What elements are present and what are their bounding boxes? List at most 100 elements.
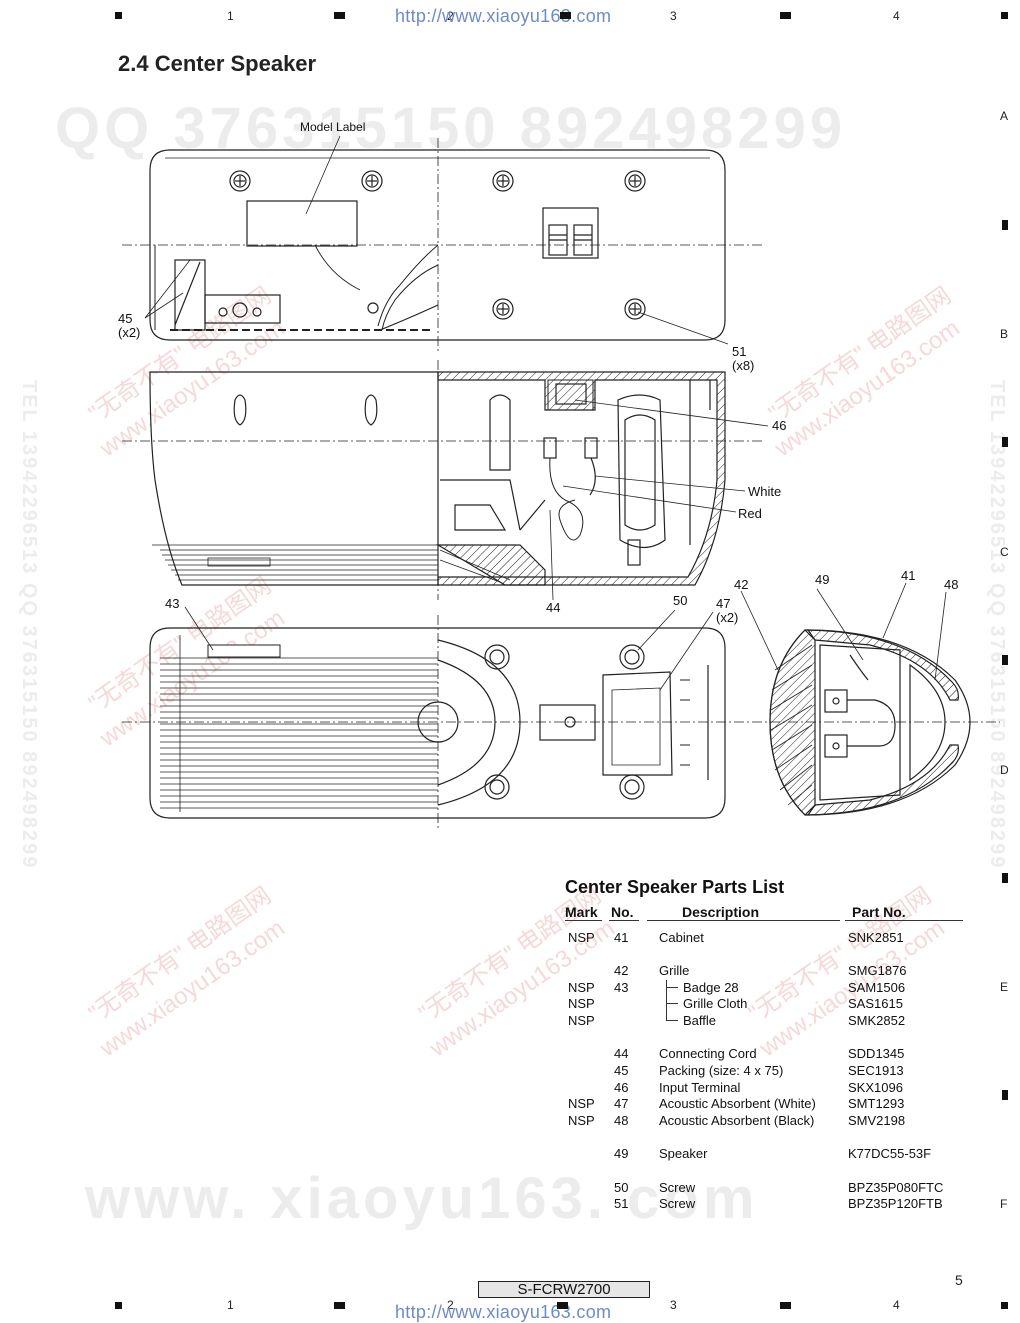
part-mark: NSP xyxy=(568,980,595,995)
model-label-callout: Model Label xyxy=(300,120,366,134)
screw-boss xyxy=(619,774,645,800)
parts-list-header-mark: Mark xyxy=(565,904,598,920)
part-code: BPZ35P120FTB xyxy=(848,1196,943,1211)
part-code: SAS1615 xyxy=(848,996,903,1011)
part-number-ref: 44 xyxy=(614,1046,629,1061)
part-description: Input Terminal xyxy=(659,1080,741,1095)
part-mark: NSP xyxy=(568,996,595,1011)
callout-45: 45 xyxy=(118,311,133,326)
frame-marker xyxy=(1002,220,1008,230)
screw xyxy=(229,170,251,192)
screw xyxy=(361,170,383,192)
part-number-ref: 45 xyxy=(614,1063,629,1078)
callout-51: 51 xyxy=(732,344,747,359)
part-description: Packing (size: 4 x 75) xyxy=(659,1063,784,1078)
rear-view xyxy=(122,138,765,352)
bottom-view xyxy=(122,615,1000,830)
part-description: Grille Cloth xyxy=(683,996,748,1011)
row-letter: B xyxy=(1000,327,1009,341)
part-code: SEC1913 xyxy=(848,1063,904,1078)
part-code: SMG1876 xyxy=(848,963,907,978)
screw-boss xyxy=(484,774,510,800)
page-number: 5 xyxy=(955,1272,963,1288)
grille-subitem-tick xyxy=(666,1003,678,1004)
model-number-box: S-FCRW2700 xyxy=(478,1281,650,1298)
frame-marker xyxy=(1002,1090,1008,1100)
part-description: Speaker xyxy=(659,1146,708,1161)
header-rule xyxy=(647,920,840,921)
screw-boss xyxy=(619,644,645,670)
part-number-ref: 49 xyxy=(614,1146,629,1161)
wire-white-label: White xyxy=(748,484,782,499)
screw-boss xyxy=(484,644,510,670)
part-code: SAM1506 xyxy=(848,980,906,995)
callout-49: 49 xyxy=(815,572,830,587)
grille-subitem-tick xyxy=(666,1020,678,1021)
screw xyxy=(492,170,514,192)
part-code: K77DC55-53F xyxy=(848,1146,932,1161)
wire-red-label: Red xyxy=(738,506,762,521)
column-number: 3 xyxy=(670,1298,677,1312)
part-code: SDD1345 xyxy=(848,1046,905,1061)
header-url[interactable]: http://www.xiaoyu163.com xyxy=(395,6,612,26)
callout-43: 43 xyxy=(165,596,180,611)
frame-marker xyxy=(780,12,791,19)
part-number-ref: 46 xyxy=(614,1080,629,1095)
column-number: 2 xyxy=(447,1298,454,1312)
part-number-ref: 42 xyxy=(614,963,629,978)
frame-marker xyxy=(334,12,345,19)
part-code: SMV2198 xyxy=(848,1113,906,1128)
column-number: 2 xyxy=(447,9,454,23)
callout-46: 46 xyxy=(772,418,787,433)
part-description: Connecting Cord xyxy=(659,1046,757,1061)
column-number: 1 xyxy=(227,1298,234,1312)
column-number: 3 xyxy=(670,9,677,23)
row-letter: C xyxy=(1000,545,1009,559)
header-rule xyxy=(609,920,639,921)
callout-47: 47 xyxy=(716,596,731,611)
frame-marker xyxy=(115,1302,122,1309)
callout-45-qty: (x2) xyxy=(118,325,141,340)
part-description: Screw xyxy=(659,1196,696,1211)
part-mark: NSP xyxy=(568,930,595,945)
frame-marker xyxy=(334,1302,345,1309)
watermark-site: www. xiaoyu163. com xyxy=(85,1166,759,1231)
parts-list-header-no: No. xyxy=(611,904,634,920)
callout-44: 44 xyxy=(546,600,561,615)
frame-marker xyxy=(1002,873,1008,883)
frame-marker xyxy=(115,12,122,19)
callout-51-qty: (x8) xyxy=(732,358,755,373)
part-number-ref: 51 xyxy=(614,1196,629,1211)
part-description: Screw xyxy=(659,1180,696,1195)
frame-marker xyxy=(560,12,571,19)
side-section-view xyxy=(769,629,971,816)
screw xyxy=(624,298,646,320)
part-code: SKX1096 xyxy=(848,1080,903,1095)
callout-42: 42 xyxy=(734,577,749,592)
parts-list-header-description: Description xyxy=(682,904,760,920)
parts-list-header-part-no: Part No. xyxy=(852,904,906,920)
part-number-ref: 47 xyxy=(614,1096,629,1111)
row-letter: E xyxy=(1000,980,1009,994)
part-code: SNK2851 xyxy=(848,930,904,945)
header-rule xyxy=(845,920,963,921)
part-description: Acoustic Absorbent (White) xyxy=(659,1096,816,1111)
column-number: 4 xyxy=(893,9,900,23)
part-description: Baffle xyxy=(683,1013,717,1028)
part-code: SMK2852 xyxy=(848,1013,906,1028)
grille-subitem-bracket xyxy=(666,980,679,1021)
part-description: Badge 28 xyxy=(683,980,739,995)
part-number-ref: 43 xyxy=(614,980,629,995)
frame-marker xyxy=(557,1302,568,1309)
frame-marker xyxy=(1001,12,1008,19)
row-letter: A xyxy=(1000,109,1009,123)
row-letter: F xyxy=(1000,1197,1008,1211)
screw xyxy=(492,298,514,320)
part-number-ref: 41 xyxy=(614,930,629,945)
column-number: 4 xyxy=(893,1298,900,1312)
header-rule xyxy=(565,920,602,921)
part-number-ref: 50 xyxy=(614,1180,629,1195)
part-mark: NSP xyxy=(568,1013,595,1028)
row-letter: D xyxy=(1000,763,1009,777)
